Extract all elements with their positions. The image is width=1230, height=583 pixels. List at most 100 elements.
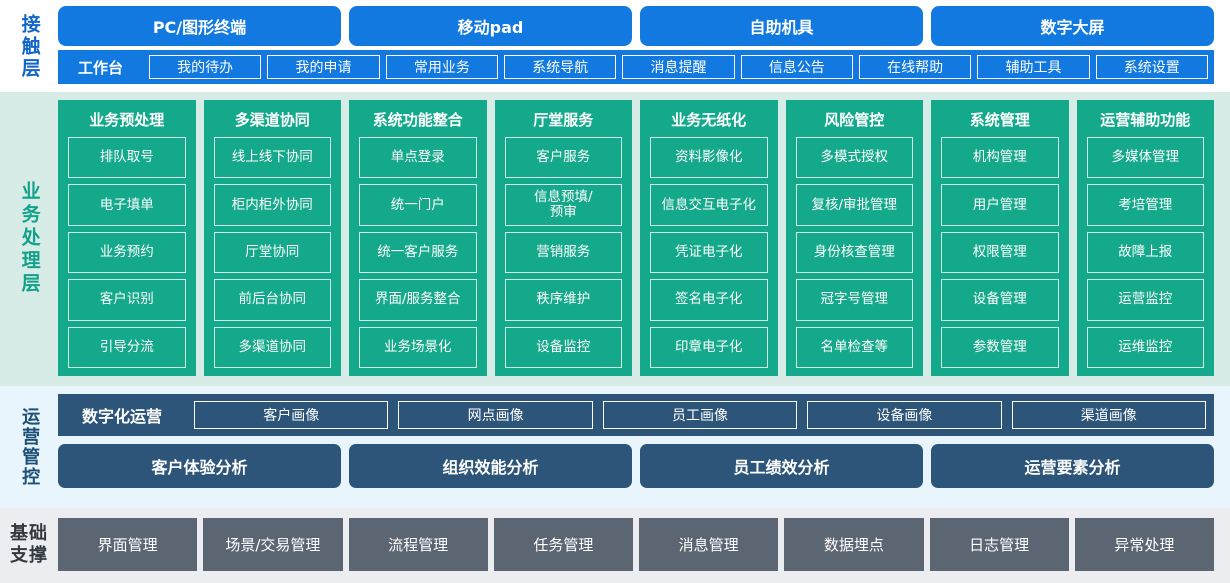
analysis-bar-operation-elements[interactable]: 运营要素分析 (931, 444, 1214, 488)
business-item[interactable]: 复核/审批管理 (795, 184, 913, 226)
business-columns: 业务预处理 排队取号 电子填单 业务预约 客户识别 引导分流 多渠道协同 线上线… (58, 100, 1214, 376)
business-item[interactable]: 运维监控 (1086, 326, 1204, 369)
workbench-item-message-alert[interactable]: 消息提醒 (622, 55, 735, 79)
business-item[interactable]: 柜内柜外协同 (213, 184, 331, 226)
digital-operations-title: 数字化运营 (82, 407, 163, 426)
channel-chip-pc[interactable]: PC/图形终端 (58, 6, 341, 46)
business-item[interactable]: 凭证电子化 (650, 231, 768, 274)
workbench-item-my-todo[interactable]: 我的待办 (149, 55, 262, 79)
workbench-title: 工作台 (78, 58, 124, 77)
business-item[interactable]: 信息预填/ 预审 (504, 184, 622, 226)
business-item[interactable]: 名单检查等 (795, 326, 913, 369)
business-column-title: 风险管控 (824, 111, 885, 129)
foundation-layer-body: 界面管理 场景/交易管理 流程管理 任务管理 消息管理 数据埋点 日志管理 异常… (58, 518, 1214, 571)
foundation-item-scenario-transaction[interactable]: 场景/交易管理 (203, 518, 343, 571)
business-item[interactable]: 多媒体管理 (1086, 137, 1204, 179)
business-item[interactable]: 印章电子化 (650, 326, 768, 369)
business-column-lobby-service: 厅堂服务 客户服务 信息预填/ 预审 营销服务 秩序维护 设备监控 (494, 100, 632, 376)
business-item[interactable]: 信息交互电子化 (650, 184, 768, 226)
contact-layer-label: 接触层 (18, 14, 41, 80)
business-column-multichannel: 多渠道协同 线上线下协同 柜内柜外协同 厅堂协同 前后台协同 多渠道协同 (203, 100, 341, 376)
business-column-preprocessing: 业务预处理 排队取号 电子填单 业务预约 客户识别 引导分流 (58, 100, 196, 376)
business-column-items: 多媒体管理 考培管理 故障上报 运营监控 运维监控 (1086, 137, 1204, 369)
business-item[interactable]: 业务场景化 (359, 326, 477, 369)
contact-layer-body: PC/图形终端 移动pad 自助机具 数字大屏 工作台 我的待办 我的申请 常用… (58, 6, 1214, 88)
business-item[interactable]: 线上线下协同 (213, 137, 331, 179)
analysis-bar-customer-experience[interactable]: 客户体验分析 (58, 444, 341, 488)
business-item[interactable]: 前后台协同 (213, 279, 331, 321)
business-item[interactable]: 引导分流 (68, 326, 186, 369)
foundation-item-ui-management[interactable]: 界面管理 (58, 518, 198, 571)
operations-layer-body: 数字化运营 客户画像 网点画像 员工画像 设备画像 渠道画像 客户体验分析 组织… (58, 394, 1214, 500)
business-column-title: 多渠道协同 (234, 111, 310, 129)
business-layer-band: 业务处理层 业务预处理 排队取号 电子填单 业务预约 客户识别 引导分流 多渠道… (0, 92, 1230, 386)
business-column-title: 业务无纸化 (671, 111, 747, 129)
business-column-items: 多模式授权 复核/审批管理 身份核查管理 冠字号管理 名单检查等 (795, 137, 913, 369)
foundation-item-log-management[interactable]: 日志管理 (929, 518, 1069, 571)
business-item[interactable]: 用户管理 (941, 184, 1059, 226)
foundation-label-line1: 基础 (10, 523, 48, 545)
business-item[interactable]: 权限管理 (941, 231, 1059, 274)
portrait-chip-staff[interactable]: 员工画像 (602, 401, 798, 429)
business-column-system-management: 系统管理 机构管理 用户管理 权限管理 设备管理 参数管理 (931, 100, 1069, 376)
business-column-title: 系统功能整合 (372, 111, 463, 129)
analysis-bar-organization-efficiency[interactable]: 组织效能分析 (349, 444, 632, 488)
business-item[interactable]: 资料影像化 (650, 137, 768, 179)
operations-layer-label: 运营管控 (19, 407, 41, 487)
analysis-bar-staff-performance[interactable]: 员工绩效分析 (640, 444, 923, 488)
business-item[interactable]: 秩序维护 (504, 279, 622, 321)
business-item[interactable]: 客户识别 (68, 279, 186, 321)
business-item[interactable]: 统一门户 (359, 184, 477, 226)
foundation-item-task-management[interactable]: 任务管理 (493, 518, 633, 571)
digital-operations-row: 数字化运营 客户画像 网点画像 员工画像 设备画像 渠道画像 (58, 394, 1214, 436)
business-item[interactable]: 营销服务 (504, 231, 622, 274)
channel-chip-mobile-pad[interactable]: 移动pad (349, 6, 632, 46)
business-item[interactable]: 业务预约 (68, 231, 186, 274)
business-item[interactable]: 身份核查管理 (795, 231, 913, 274)
foundation-item-process-management[interactable]: 流程管理 (348, 518, 488, 571)
business-item[interactable]: 设备管理 (941, 279, 1059, 321)
business-item[interactable]: 签名电子化 (650, 279, 768, 321)
workbench-item-common-business[interactable]: 常用业务 (385, 55, 498, 79)
business-item[interactable]: 客户服务 (504, 137, 622, 179)
business-item[interactable]: 运营监控 (1086, 279, 1204, 321)
portrait-chip-channel[interactable]: 渠道画像 (1011, 401, 1206, 429)
channel-chip-digital-screen[interactable]: 数字大屏 (931, 6, 1214, 46)
operations-layer-band: 运营管控 数字化运营 客户画像 网点画像 员工画像 设备画像 渠道画像 客户体验… (0, 386, 1230, 508)
portrait-chip-device[interactable]: 设备画像 (807, 401, 1002, 429)
workbench-item-system-settings[interactable]: 系统设置 (1095, 55, 1208, 79)
portrait-chip-outlet[interactable]: 网点画像 (398, 401, 593, 429)
portrait-chip-customer[interactable]: 客户画像 (194, 401, 389, 429)
channel-chip-self-service[interactable]: 自助机具 (640, 6, 923, 46)
business-item[interactable]: 设备监控 (504, 326, 622, 369)
business-item[interactable]: 冠字号管理 (795, 279, 913, 321)
foundation-item-data-tracking[interactable]: 数据埋点 (784, 518, 924, 571)
channel-row: PC/图形终端 移动pad 自助机具 数字大屏 (58, 6, 1214, 46)
business-item[interactable]: 多模式授权 (795, 137, 913, 179)
business-item[interactable]: 多渠道协同 (213, 326, 331, 369)
workbench-item-online-help[interactable]: 在线帮助 (858, 55, 972, 79)
workbench-row: 工作台 我的待办 我的申请 常用业务 系统导航 消息提醒 信息公告 在线帮助 辅… (58, 50, 1214, 84)
business-item[interactable]: 机构管理 (941, 137, 1059, 179)
business-item[interactable]: 界面/服务整合 (359, 279, 477, 321)
foundation-item-exception-handling[interactable]: 异常处理 (1074, 518, 1214, 571)
workbench-item-system-navigation[interactable]: 系统导航 (504, 55, 617, 79)
business-item[interactable]: 参数管理 (941, 326, 1059, 369)
business-item[interactable]: 排队取号 (68, 137, 186, 179)
business-item[interactable]: 厅堂协同 (213, 231, 331, 274)
business-column-items: 线上线下协同 柜内柜外协同 厅堂协同 前后台协同 多渠道协同 (213, 137, 331, 369)
workbench-item-utility-tools[interactable]: 辅助工具 (977, 55, 1090, 79)
workbench-item-my-application[interactable]: 我的申请 (267, 55, 380, 79)
business-item[interactable]: 统一客户服务 (359, 231, 477, 274)
business-item[interactable]: 单点登录 (359, 137, 477, 179)
business-item[interactable]: 电子填单 (68, 184, 186, 226)
foundation-item-message-management[interactable]: 消息管理 (639, 518, 779, 571)
analysis-row: 客户体验分析 组织效能分析 员工绩效分析 运营要素分析 (58, 444, 1214, 488)
workbench-item-announcement[interactable]: 信息公告 (740, 55, 853, 79)
business-column-title: 系统管理 (969, 111, 1030, 129)
business-column-title: 业务预处理 (89, 111, 165, 129)
business-item[interactable]: 故障上报 (1086, 231, 1204, 274)
foundation-layer-label: 基础 支撑 (0, 518, 58, 571)
business-item[interactable]: 考培管理 (1086, 184, 1204, 226)
